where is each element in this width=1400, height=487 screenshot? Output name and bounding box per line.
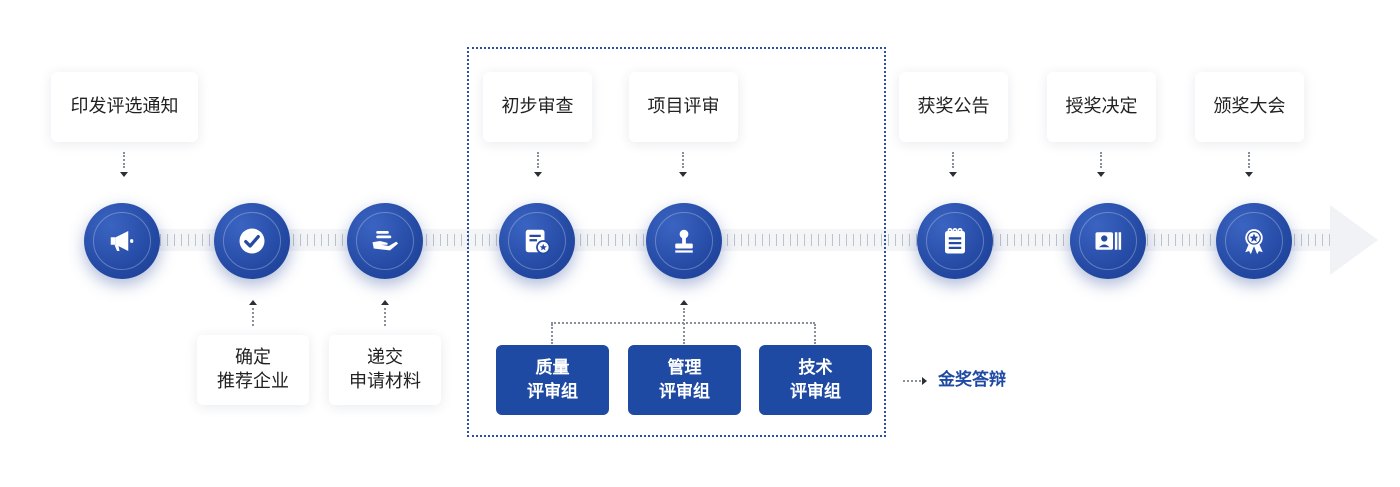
connector-submit-arrow — [381, 300, 389, 305]
node-ceremony — [1216, 203, 1292, 279]
connector-confirm — [252, 308, 254, 326]
card-confirm-line2: 推荐企业 — [217, 371, 289, 392]
hand-document-icon — [372, 231, 399, 251]
card-announcement: 获奖公告 — [899, 72, 1008, 142]
node-announcement — [917, 203, 993, 279]
connector-project-review — [682, 152, 684, 168]
connector-groups-branch — [551, 322, 815, 324]
connector-confirm-arrow — [249, 300, 257, 305]
group-tech-line1: 技术 — [798, 358, 833, 378]
group-management-line2: 评审组 — [659, 382, 710, 402]
timeline-ticks — [160, 234, 1330, 246]
card-confirm-line1: 确定 — [235, 347, 271, 368]
card-notice-label: 印发评选通知 — [70, 96, 179, 117]
card-decision-label: 授奖决定 — [1065, 96, 1138, 117]
stamp-icon — [675, 229, 693, 253]
card-preliminary: 初步审查 — [483, 72, 592, 142]
card-submit: 递交 申请材料 — [329, 335, 441, 405]
group-management: 管理 评审组 — [628, 345, 741, 415]
card-ceremony: 颁奖大会 — [1195, 72, 1304, 142]
group-management-line1: 管理 — [667, 358, 702, 378]
node-decision — [1070, 203, 1146, 279]
node-submit — [347, 203, 423, 279]
card-notice: 印发评选通知 — [51, 72, 198, 142]
connector-preliminary — [537, 152, 539, 168]
card-confirm: 确定 推荐企业 — [197, 335, 309, 405]
node-project-review — [646, 203, 722, 279]
certificate-icon — [525, 229, 551, 255]
award-badge-icon — [1245, 229, 1263, 255]
connector-groups-trunk — [683, 308, 685, 344]
group-quality-line2: 评审组 — [527, 382, 578, 402]
megaphone-icon — [110, 231, 134, 251]
group-tech-line2: 评审组 — [790, 382, 841, 402]
id-card-icon — [1095, 232, 1122, 250]
defense-label: 金奖答辩 — [938, 370, 1006, 390]
connector-announcement-arrow — [949, 172, 957, 177]
node-confirm — [214, 203, 290, 279]
connector-decision-arrow — [1097, 172, 1105, 177]
connector-submit — [384, 308, 386, 326]
connector-group-tech — [814, 324, 816, 344]
connector-decision — [1100, 152, 1102, 168]
card-submit-line1: 递交 — [367, 347, 403, 368]
group-quality: 质量 评审组 — [496, 345, 609, 415]
connector-notice-arrow — [120, 172, 128, 177]
review-stage-frame — [467, 47, 886, 437]
defense-arrow — [922, 377, 927, 385]
connector-ceremony-arrow — [1245, 172, 1253, 177]
connector-notice — [123, 152, 125, 168]
defense-connector — [903, 380, 921, 382]
connector-groups-arrow — [680, 300, 688, 305]
card-announcement-label: 获奖公告 — [917, 96, 990, 117]
timeline-arrow-head — [1330, 205, 1378, 275]
group-quality-line1: 质量 — [535, 358, 570, 378]
card-submit-line2: 申请材料 — [349, 371, 421, 392]
check-circle-icon — [239, 228, 265, 254]
connector-announcement — [952, 152, 954, 168]
connector-preliminary-arrow — [534, 172, 542, 177]
card-project-review: 项目评审 — [629, 72, 738, 142]
card-preliminary-label: 初步审查 — [501, 96, 574, 117]
card-decision: 授奖决定 — [1047, 72, 1156, 142]
node-notice — [84, 203, 160, 279]
card-ceremony-label: 颁奖大会 — [1213, 96, 1286, 117]
connector-ceremony — [1248, 152, 1250, 168]
group-tech: 技术 评审组 — [759, 345, 872, 415]
connector-group-quality — [551, 324, 553, 344]
notepad-icon — [945, 227, 965, 254]
connector-project-review-arrow — [679, 172, 687, 177]
node-preliminary — [499, 203, 575, 279]
card-project-review-label: 项目评审 — [647, 96, 720, 117]
